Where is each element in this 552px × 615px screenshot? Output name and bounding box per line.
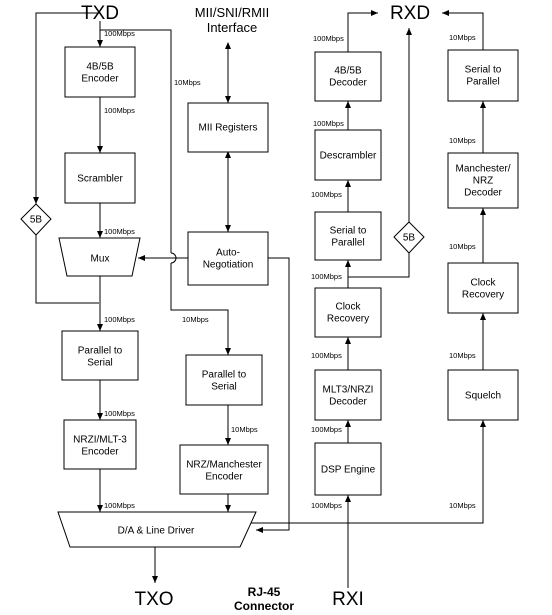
rate-label-tx10-man: 10Mbps — [231, 425, 258, 434]
auto-negotiation-block: Auto-Negotiation — [187, 231, 269, 286]
nrz-manchester-encoder-block-label-line1: NRZ/Manchester — [186, 460, 262, 471]
rate-label-desc-dec: 100Mbps — [313, 119, 344, 128]
rx-5b-diamond-label-line1: 5B — [403, 233, 416, 244]
mii-interface-label-line2: Interface — [207, 20, 258, 35]
mlt3-nrzi-decoder-block-label-line1: MLT3/NRZI — [323, 385, 374, 396]
mii-registers-block: MII Registers — [187, 102, 269, 153]
tx-5b-diamond: 5B — [20, 203, 52, 236]
descrambler-block: Descrambler — [314, 129, 382, 181]
connection-wires — [33, 10, 486, 588]
serial-to-parallel-rx100-block-label-line2: Parallel — [331, 238, 364, 249]
da-line-driver-block-label-line1: D/A & Line Driver — [118, 526, 195, 537]
tx-5b-diamond-label-line1: 5B — [30, 215, 43, 226]
rate-label-dec-rxd: 100Mbps — [313, 34, 344, 43]
parallel-to-serial-tx100-block-label-line1: Parallel to — [78, 346, 123, 357]
mlt3-nrzi-decoder-block-label-line2: Decoder — [329, 397, 367, 408]
parallel-to-serial-tx10-block-label-line2: Serial — [211, 382, 237, 393]
manchester-nrz-decoder-block-label-line3: Decoder — [464, 188, 502, 199]
rate-labels: 100Mbps 100Mbps 100Mbps 100Mbps 100Mbps … — [104, 29, 476, 510]
mux-block: Mux — [58, 237, 141, 277]
squelch-block-label-line1: Squelch — [465, 391, 501, 402]
rate-label-txd-enc: 100Mbps — [104, 29, 135, 38]
rxi-label: RXI — [332, 589, 364, 610]
serial-to-parallel-rx100-block-label-line1: Serial to — [330, 226, 367, 237]
rate-label-rxi-dsp: 100Mbps — [311, 501, 342, 510]
rate-label-tx10-p2s: 10Mbps — [182, 315, 209, 324]
rate-label-mux-p2s: 100Mbps — [104, 315, 135, 324]
encoder-4b5b-block-label-line2: Encoder — [81, 74, 119, 85]
rj45-label-line1: RJ-45 — [248, 585, 281, 599]
parallel-to-serial-tx10-block-label-line1: Parallel to — [202, 370, 247, 381]
rate-label-man-s2p: 10Mbps — [449, 136, 476, 145]
mii-registers-block-label-line1: MII Registers — [199, 123, 258, 134]
rate-label-scr-mux: 100Mbps — [104, 227, 135, 236]
squelch-block: Squelch — [447, 369, 519, 421]
parallel-to-serial-tx100-block-label-line2: Serial — [87, 358, 113, 369]
decoder-4b5b-block-label-line1: 4B/5B — [334, 66, 362, 77]
rate-label-rxi-sq: 10Mbps — [449, 501, 476, 510]
mii-interface-label-line1: MII/SNI/RMII — [195, 5, 269, 20]
rate-label-clk-man: 10Mbps — [449, 242, 476, 251]
clock-recovery-rx100-block-label-line1: Clock — [335, 302, 361, 313]
auto-negotiation-block-label-line1: Auto- — [216, 248, 240, 259]
dsp-engine-block: DSP Engine — [314, 442, 382, 496]
rate-label-mii-10: 10Mbps — [174, 78, 201, 87]
rate-label-mlt3-clk: 100Mbps — [311, 351, 342, 360]
txo-label: TXO — [134, 589, 173, 610]
clock-recovery-rx100-block-label-line2: Recovery — [327, 314, 369, 325]
scrambler-block-label-line1: Scrambler — [77, 174, 123, 185]
encoder-4b5b-block-label-line1: 4B/5B — [86, 62, 114, 73]
nrz-manchester-encoder-block-label-line2: Encoder — [205, 472, 243, 483]
mux-block-label-line1: Mux — [91, 254, 110, 265]
rate-label-s2p-desc: 100Mbps — [311, 190, 342, 199]
rate-label-s2p10-rxd: 10Mbps — [449, 33, 476, 42]
clock-recovery-rx10-block-label-line1: Clock — [470, 278, 496, 289]
scrambler-block: Scrambler — [64, 152, 136, 204]
rate-label-sq-clk: 10Mbps — [449, 351, 476, 360]
auto-negotiation-block-label-line2: Negotiation — [203, 260, 254, 271]
da-line-driver-block: D/A & Line Driver — [57, 511, 257, 548]
nrzi-mlt3-encoder-block-label-line2: Encoder — [81, 447, 119, 458]
rxd-label: RXD — [390, 3, 430, 24]
rate-label-enc-scr: 100Mbps — [104, 106, 135, 115]
manchester-nrz-decoder-block-label-line1: Manchester/ — [455, 164, 510, 175]
serial-to-parallel-rx10-block-label-line2: Parallel — [466, 77, 499, 88]
rj45-label-line2: Connector — [234, 599, 294, 613]
manchester-nrz-decoder-block-label-line2: NRZ — [473, 176, 494, 187]
descrambler-block-label-line1: Descrambler — [320, 151, 377, 162]
rate-label-p2s-nrzi: 100Mbps — [104, 409, 135, 418]
rate-label-dsp-mlt3: 100Mbps — [311, 425, 342, 434]
nrzi-mlt3-encoder-block-label-line1: NRZI/MLT-3 — [73, 435, 127, 446]
rate-label-nrzi-da: 100Mbps — [104, 501, 135, 510]
rate-label-clk-s2p: 100Mbps — [311, 272, 342, 281]
rx-5b-diamond: 5B — [393, 221, 425, 254]
dsp-engine-block-label-line1: DSP Engine — [321, 465, 376, 476]
decoder-4b5b-block-label-line2: Decoder — [329, 78, 367, 89]
clock-recovery-rx10-block-label-line2: Recovery — [462, 290, 504, 301]
serial-to-parallel-rx10-block-label-line1: Serial to — [465, 65, 502, 76]
